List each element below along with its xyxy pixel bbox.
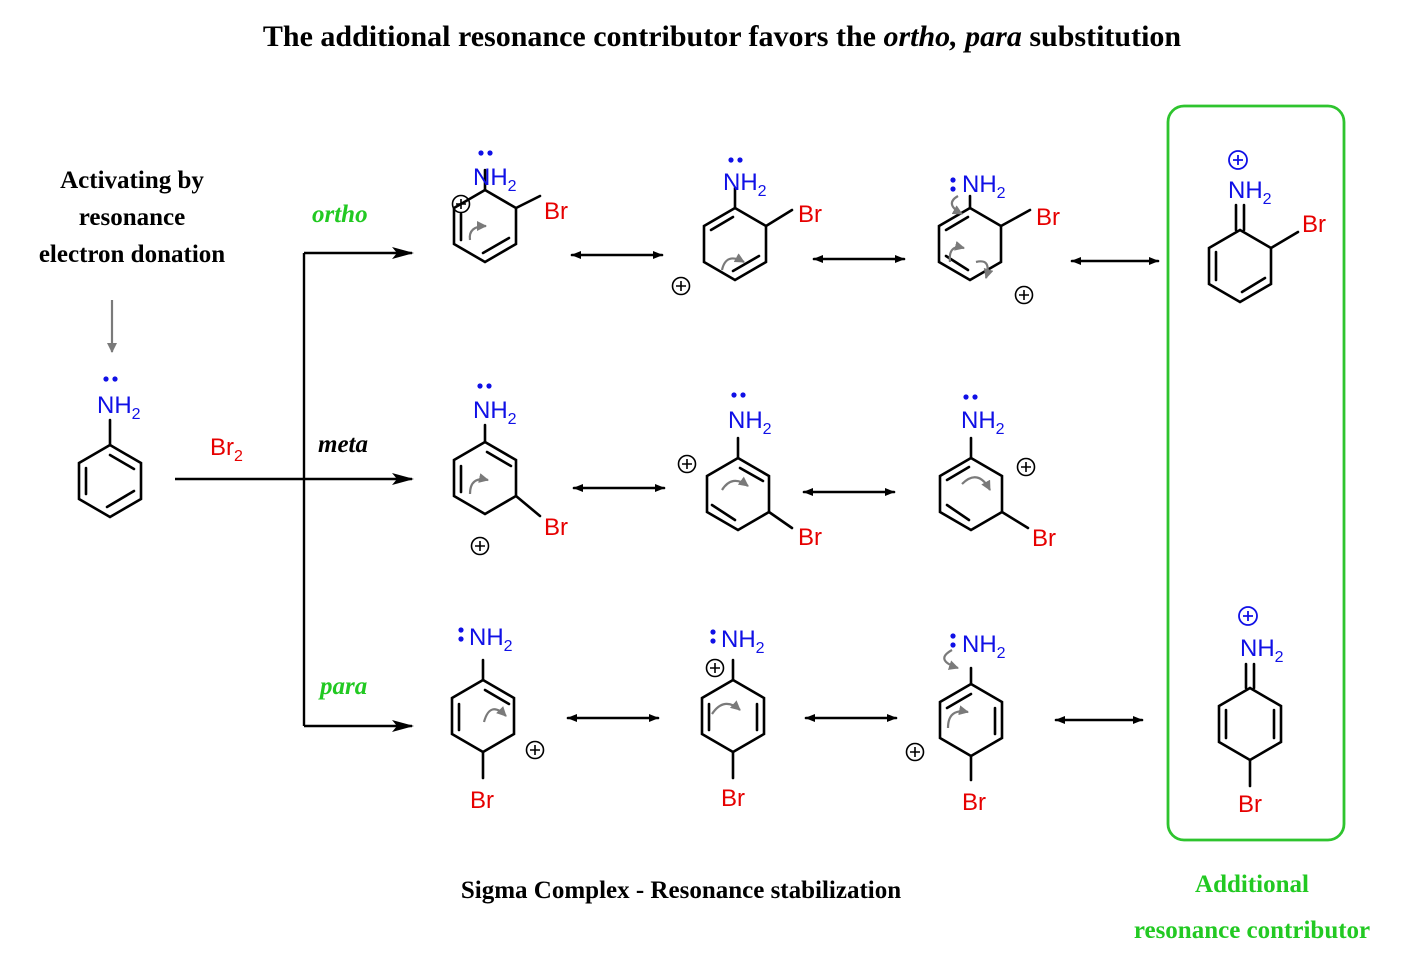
svg-text:NH2: NH2 xyxy=(728,407,772,438)
iminium-para-structure: NH2 Br xyxy=(1217,606,1284,818)
branch-label-meta: meta xyxy=(318,431,368,458)
svg-text:Br: Br xyxy=(798,524,822,551)
svg-text:NH2: NH2 xyxy=(723,169,767,200)
meta-structure-3: NH2 Br xyxy=(938,394,1056,552)
svg-text:resonance: resonance xyxy=(79,204,185,231)
additional-caption-line2: resonance contributor xyxy=(1134,917,1370,944)
svg-text:Br: Br xyxy=(470,787,494,814)
svg-text:NH2: NH2 xyxy=(721,626,765,657)
svg-text:Activating by: Activating by xyxy=(60,167,204,194)
branch-label-ortho: ortho xyxy=(312,201,368,228)
ortho-structure-3: NH2 Br xyxy=(937,171,1060,305)
svg-text:Br: Br xyxy=(1032,525,1056,552)
svg-text:NH2: NH2 xyxy=(469,624,513,655)
svg-text:NH2: NH2 xyxy=(1240,635,1284,666)
branch-arrows xyxy=(175,247,414,732)
aniline-nh2-label: NH2 xyxy=(97,376,141,423)
svg-text:NH2: NH2 xyxy=(961,407,1005,438)
svg-text:Br: Br xyxy=(798,201,822,228)
svg-text:Br: Br xyxy=(1302,211,1326,238)
diagram-title: The additional resonance contributor fav… xyxy=(263,20,1181,53)
para-structure-2: NH2 Br xyxy=(700,626,766,812)
additional-contributor-box xyxy=(1166,104,1346,842)
svg-text:NH2: NH2 xyxy=(473,164,517,195)
sigma-complex-caption: Sigma Complex - Resonance stabilization xyxy=(461,877,901,904)
reagent-br2: Br2 xyxy=(210,434,243,465)
svg-text:Br: Br xyxy=(1238,791,1262,818)
svg-text:NH2: NH2 xyxy=(97,392,141,423)
para-structure-3: NH2 Br xyxy=(905,631,1006,816)
svg-text:NH2: NH2 xyxy=(473,397,517,428)
additional-caption-line1: Additional xyxy=(1195,871,1309,898)
branch-label-para: para xyxy=(318,673,367,700)
iminium-ortho-structure: NH2 Br xyxy=(1207,150,1326,304)
svg-text:electron donation: electron donation xyxy=(39,241,225,268)
para-structure-1: NH2 Br xyxy=(450,624,545,814)
svg-text:Br: Br xyxy=(544,198,568,225)
meta-structure-2: NH2 Br xyxy=(677,392,822,551)
svg-text:Br: Br xyxy=(544,514,568,541)
svg-text:Br: Br xyxy=(721,785,745,812)
ortho-structure-1: NH2 Br xyxy=(451,150,568,264)
svg-text:NH2: NH2 xyxy=(962,171,1006,202)
svg-text:Br: Br xyxy=(1036,204,1060,231)
svg-text:Br: Br xyxy=(962,789,986,816)
meta-structure-1: NH2 Br xyxy=(452,383,568,556)
ortho-structure-2: NH2 Br xyxy=(671,157,822,296)
activating-note: Activating by resonance electron donatio… xyxy=(39,167,225,268)
svg-text:NH2: NH2 xyxy=(1228,177,1272,208)
svg-text:NH2: NH2 xyxy=(962,631,1006,662)
aniline-molecule xyxy=(77,418,143,519)
